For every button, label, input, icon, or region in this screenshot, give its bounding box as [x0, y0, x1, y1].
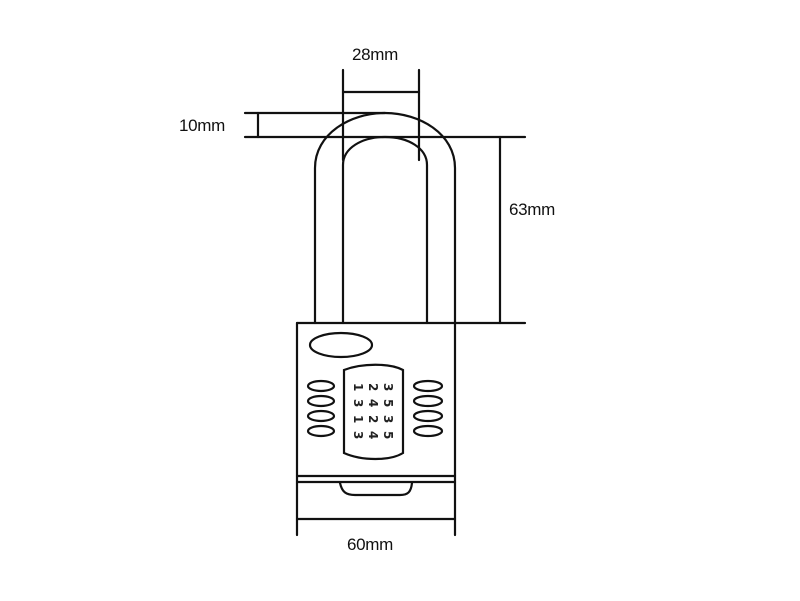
shackle-outer — [313, 111, 457, 325]
grip-right-1 — [412, 379, 444, 393]
dial-digit: 3 — [351, 431, 365, 439]
dim-label-28mm: 28mm — [352, 45, 399, 64]
grip-left-1 — [306, 379, 336, 393]
dial-digit: 5 — [381, 399, 395, 407]
grip-right-4 — [412, 424, 444, 438]
dial-digits: 1 2 3 3 4 5 1 2 3 3 4 5 — [351, 383, 395, 439]
dim-label-63mm: 63mm — [509, 200, 556, 219]
grip-right-2 — [412, 394, 444, 408]
dial-digit: 4 — [366, 399, 380, 407]
dial-digit: 2 — [366, 415, 380, 423]
dial-digit: 5 — [381, 431, 395, 439]
dial-digit: 1 — [351, 383, 365, 391]
brand-plate — [308, 331, 374, 359]
dial-digit: 1 — [351, 415, 365, 423]
grip-left-2 — [306, 394, 336, 408]
dial-window — [342, 363, 405, 461]
dial-digit: 2 — [366, 383, 380, 391]
dial-digit: 3 — [351, 399, 365, 407]
grip-right-3 — [412, 409, 444, 423]
dial-digit: 3 — [381, 415, 395, 423]
shackle-release-notch — [338, 481, 414, 497]
dim-label-10mm: 10mm — [179, 116, 226, 135]
dial-digit: 4 — [366, 431, 380, 439]
grip-left-3 — [306, 409, 336, 423]
dim-label-60mm: 60mm — [347, 535, 394, 554]
shackle-inner — [341, 135, 429, 325]
dial-digit: 3 — [381, 383, 395, 391]
grip-left-4 — [306, 424, 336, 438]
